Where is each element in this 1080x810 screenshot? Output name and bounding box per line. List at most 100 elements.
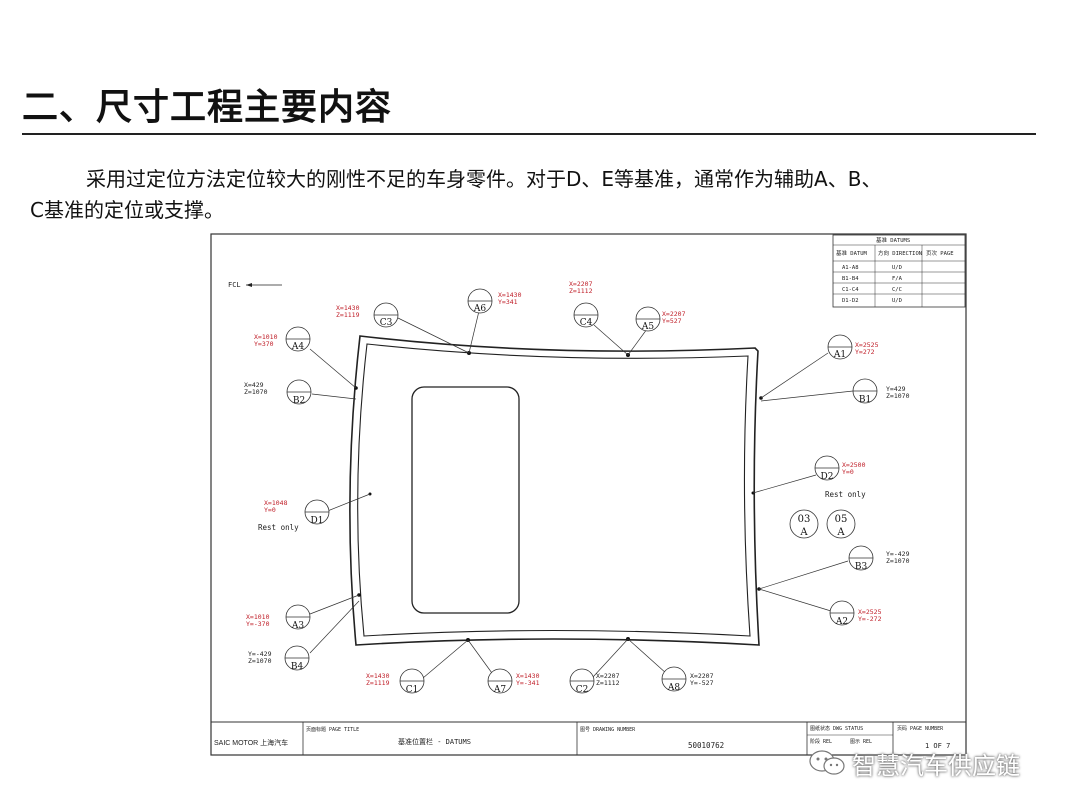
svg-text:X=1430: X=1430 [516, 672, 540, 680]
svg-text:Y=-272: Y=-272 [858, 615, 882, 623]
svg-text:X=2207: X=2207 [690, 672, 714, 680]
svg-text:D2: D2 [821, 472, 834, 482]
svg-text:A1: A1 [833, 350, 846, 360]
datum-drawing: 基准 DATUMS 基准 DATUM 方向 DIRECTION 页次 PAGE … [210, 233, 967, 756]
svg-text:Z=1070: Z=1070 [248, 657, 272, 665]
page-title-value: 基准位置栏 - DATUMS [398, 737, 471, 746]
svg-text:X=1010: X=1010 [254, 333, 278, 341]
paragraph-line-2: C基准的定位或支撑。 [30, 198, 224, 222]
fcl-arrow: FCL [228, 281, 282, 289]
svg-text:X=1430: X=1430 [366, 672, 390, 680]
datum-row-4: D1-D2 [842, 298, 859, 304]
direction-row-2: F/A [892, 276, 903, 282]
sunroof-opening [411, 386, 520, 614]
watermark-text: 智慧汽车供应链 [852, 752, 1020, 780]
direction-row-4: U/D [892, 298, 902, 304]
datum-b2: B2 [286, 379, 312, 406]
svg-text:Y=-429: Y=-429 [248, 650, 272, 658]
svg-text:A: A [799, 527, 808, 538]
rest-only-note-d2: Rest only [825, 490, 866, 499]
svg-text:Y=-527: Y=-527 [690, 679, 714, 687]
dwg-status-label: 图纸状态 DWG STATUS [810, 725, 863, 732]
svg-text:Y=-370: Y=-370 [246, 620, 270, 628]
fcl-label: FCL [228, 281, 241, 289]
datum-col-header: 基准 DATUM [836, 249, 868, 257]
title-divider [22, 133, 1036, 135]
direction-row-3: C/C [892, 287, 902, 293]
datum-a2: A2 [829, 600, 855, 627]
rest-only-note-d1: Rest only [258, 523, 299, 532]
datum-a8: A8 [661, 666, 687, 693]
svg-text:Y=370: Y=370 [254, 340, 274, 348]
datum-c4: C4 [573, 302, 599, 328]
svg-text:B4: B4 [291, 662, 304, 672]
svg-text:X=2500: X=2500 [842, 461, 866, 469]
svg-text:A3: A3 [291, 621, 304, 631]
datum-a5: A5 [635, 306, 661, 332]
datum-a7: A7 [487, 668, 513, 695]
roof-inner-outline [357, 343, 751, 637]
svg-text:Z=1070: Z=1070 [886, 392, 910, 400]
drawing-number-label: 图号 DRAWING NUMBER [580, 727, 636, 733]
svg-text:X=2525: X=2525 [858, 608, 882, 616]
svg-text:X=2207: X=2207 [596, 672, 620, 680]
svg-text:A5: A5 [641, 322, 654, 332]
datum-row-3: C1-C4 [842, 287, 859, 293]
wechat-icon [809, 750, 845, 775]
badge-03-a: 03 A [789, 509, 819, 539]
svg-text:Z=1112: Z=1112 [569, 287, 593, 295]
datum-b1: B1 [852, 378, 878, 405]
svg-text:C2: C2 [576, 685, 589, 695]
datum-a3: A3 [285, 604, 311, 631]
svg-text:X=1010: X=1010 [246, 613, 270, 621]
svg-text:X=2525: X=2525 [855, 341, 879, 349]
svg-text:A2: A2 [835, 617, 848, 627]
svg-text:Z=1119: Z=1119 [336, 311, 360, 319]
svg-text:X=429: X=429 [244, 381, 264, 389]
datum-b4: B4 [284, 645, 310, 672]
datum-c1: C1 [399, 668, 425, 695]
svg-text:Y=272: Y=272 [855, 348, 875, 356]
datum-row-1: A1-A8 [842, 265, 859, 271]
svg-text:B1: B1 [859, 395, 871, 405]
svg-text:05: 05 [835, 514, 848, 525]
direction-row-1: U/D [892, 265, 902, 271]
direction-col-header: 方向 DIRECTION [878, 249, 922, 257]
drawing-number: 50010762 [688, 741, 724, 750]
datum-c2: C2 [569, 668, 595, 695]
svg-text:X=2207: X=2207 [662, 310, 686, 318]
datum-row-2: B1-B4 [842, 276, 859, 282]
page-col-header: 页次 PAGE [926, 249, 954, 257]
svg-text:X=1430: X=1430 [336, 304, 360, 312]
svg-text:A6: A6 [473, 304, 486, 314]
svg-text:A8: A8 [667, 683, 680, 693]
body-paragraph: 采用过定位方法定位较大的刚性不足的车身零件。对于D、E等基准，通常作为辅助A、B… [30, 164, 1050, 226]
roof-outer-outline [349, 335, 760, 646]
datum-table: 基准 DATUMS 基准 DATUM 方向 DIRECTION 页次 PAGE … [832, 234, 966, 308]
svg-text:Y=429: Y=429 [886, 385, 906, 393]
svg-text:B2: B2 [293, 396, 305, 406]
datum-d2: D2 [814, 455, 840, 482]
page-title: 二、尺寸工程主要内容 [22, 87, 393, 128]
datum-a1: A1 [827, 334, 853, 360]
title-block: SAIC MOTOR 上海汽车 页面标题 PAGE TITLE 基准位置栏 - … [211, 721, 966, 755]
svg-text:Z=1119: Z=1119 [366, 679, 390, 687]
svg-text:C3: C3 [380, 318, 393, 328]
datum-d1: D1 [304, 499, 330, 526]
svg-text:Z=1112: Z=1112 [596, 679, 620, 687]
